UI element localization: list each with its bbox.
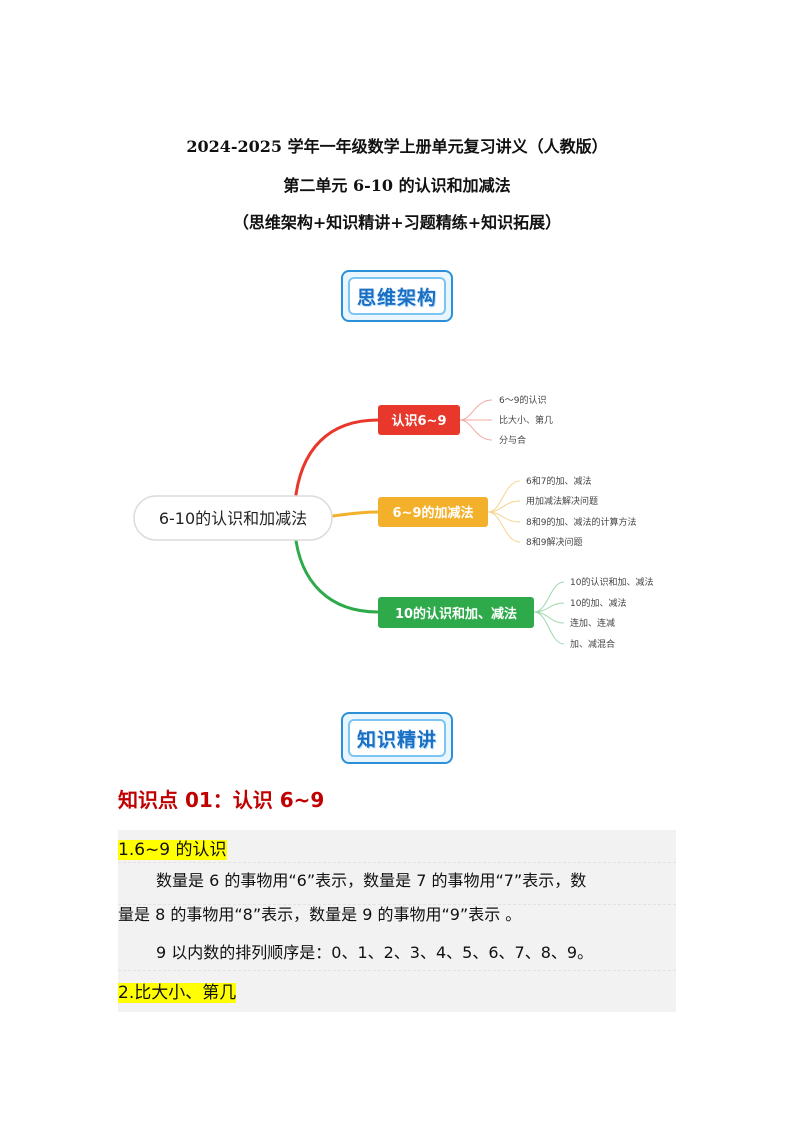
connector-red: [293, 418, 379, 504]
mindmap-badge-label: 思维架构: [356, 286, 437, 309]
leaf-lines-1: [459, 399, 493, 441]
leaf-3-4: 加、减混合: [570, 638, 615, 650]
leaf-lines-3: [533, 581, 565, 645]
mindmap-section-badge: 思维架构: [341, 270, 453, 322]
subsection-2-title: 比大小、第几: [134, 983, 237, 1003]
divider: [118, 862, 676, 863]
leaf-1-3: 分与合: [499, 434, 526, 446]
paragraph-2: 9 以内数的排列顺序是：0、1、2、3、4、5、6、7、8、9。: [156, 943, 594, 962]
branch-node-2: 6~9的加减法: [378, 497, 488, 527]
knowledge-point-heading: 知识点 01：认识 6~9: [118, 788, 325, 812]
branch-2-label: 6~9的加减法: [393, 505, 474, 521]
branch-3-label: 10的认识和加、减法: [395, 606, 517, 622]
divider: [118, 970, 676, 971]
unit-title: 第二单元 6-10 的认识和加减法: [283, 176, 511, 195]
center-node: 6-10的认识和加减法: [133, 495, 333, 541]
leaf-2-1: 6和7的加、减法: [526, 475, 591, 487]
subsection-1-heading: 1.6~9 的认识: [118, 835, 676, 860]
mind-map: 6-10的认识和加减法 认识6~9 6～9的认识 比大小、第几 分与合 6~9的…: [133, 394, 653, 650]
subsection-2-number: 2.: [118, 983, 135, 1003]
subsection-2-heading: 2.比大小、第几: [118, 978, 676, 1003]
subsection-1-title: 6~9 的认识: [134, 840, 227, 860]
leaf-1-2: 比大小、第几: [499, 414, 553, 426]
leaf-2-4: 8和9解决问题: [526, 536, 582, 548]
paragraph-1-line-2: 量是 8 的事物用“8”表示，数量是 9 的事物用“9”表示 。: [118, 905, 522, 924]
leaf-2-2: 用加减法解决问题: [526, 495, 598, 507]
knowledge-section-badge: 知识精讲: [341, 712, 453, 764]
knowledge-badge-label: 知识精讲: [356, 728, 437, 751]
leaf-3-3: 连加、连减: [570, 617, 615, 629]
branch-1-label: 认识6~9: [392, 413, 447, 429]
branch-node-3: 10的认识和加、减法: [378, 597, 534, 628]
connector-yellow: [331, 510, 379, 518]
leaf-1-1: 6～9的认识: [499, 394, 546, 406]
leaf-2-3: 8和9的加、减法的计算方法: [526, 516, 636, 528]
knowledge-content-box: [118, 830, 676, 1012]
divider: [118, 904, 676, 905]
connector-green: [293, 532, 379, 614]
section-list: （思维架构+知识精讲+习题精练+知识拓展）: [232, 213, 562, 232]
center-node-label: 6-10的认识和加减法: [159, 509, 307, 528]
branch-node-1: 认识6~9: [378, 405, 460, 435]
paragraph-1-line-1: 数量是 6 的事物用“6”表示，数量是 7 的事物用“7”表示，数: [156, 871, 587, 890]
subsection-1-number: 1.: [118, 840, 135, 860]
leaf-3-2: 10的加、减法: [570, 597, 626, 609]
leaf-3-1: 10的认识和加、减法: [570, 576, 653, 588]
paragraph-1: 数量是 6 的事物用“6”表示，数量是 7 的事物用“7”表示，数 量是 8 的…: [118, 864, 676, 932]
document-title: 2024-2025 学年一年级数学上册单元复习讲义（人教版）: [186, 137, 608, 156]
leaf-lines-2: [487, 480, 521, 543]
